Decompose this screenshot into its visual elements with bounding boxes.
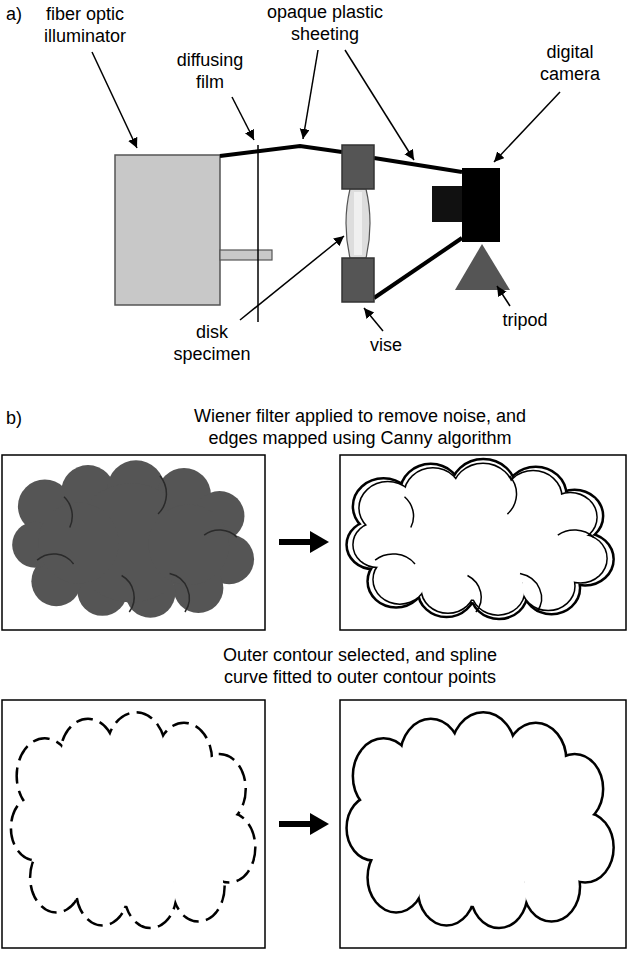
edge-contour (348, 460, 613, 617)
fragment-edges (37, 476, 237, 612)
process-arrowhead (310, 813, 329, 835)
leader-line (364, 308, 383, 331)
illuminator-box (115, 155, 220, 305)
part-label: vise (361, 335, 411, 357)
edge-mask (354, 464, 607, 614)
leader-line (240, 236, 344, 320)
specimen-silhouette (12, 460, 254, 617)
sheeting-line (374, 238, 462, 298)
step-heading: Wiener filter applied to remove noise, a… (182, 406, 538, 449)
part-label: disk specimen (166, 322, 258, 365)
inner-edges (375, 476, 593, 612)
diffusing-film-line (257, 145, 259, 322)
leader-line (345, 50, 414, 160)
leader-line (497, 286, 510, 306)
sheeting-line (374, 158, 462, 172)
sheeting-line (220, 146, 342, 156)
image-panel (2, 700, 265, 948)
vise-jaw (342, 258, 374, 302)
image-panel (340, 700, 626, 948)
camera-body (462, 168, 500, 242)
spline-line (348, 714, 613, 927)
outer-contour-points (12, 714, 254, 927)
spline-mask (348, 714, 613, 927)
contour-mask (12, 714, 254, 927)
edge-map (348, 460, 613, 617)
camera-lens (432, 186, 462, 222)
tripod-symbol (455, 244, 510, 290)
apparatus (115, 145, 510, 322)
process-arrow (279, 539, 312, 545)
leader-line (92, 52, 137, 148)
image-panel (2, 455, 265, 630)
edge-mask (348, 460, 613, 617)
part-label: fiber optic illuminator (30, 4, 140, 47)
processing-panels (2, 455, 626, 948)
part-label: diffusing film (168, 50, 252, 93)
contour-points (12, 714, 254, 927)
step-heading: Outer contour selected, and spline curve… (210, 645, 510, 688)
spline-contour (348, 714, 613, 927)
process-arrowhead (310, 531, 329, 553)
part-label: tripod (495, 310, 555, 332)
part-label: digital camera (530, 42, 610, 85)
process-arrow (279, 821, 312, 827)
vise-jaw (342, 145, 374, 189)
leader-line (232, 97, 254, 140)
part-label: opaque plastic sheeting (255, 2, 395, 45)
panel-letter: a) (6, 4, 46, 26)
panel-letter: b) (6, 408, 46, 430)
leader-line (494, 92, 560, 162)
light-guide (220, 250, 272, 260)
silhouette-fill (12, 460, 254, 617)
leader-line (303, 50, 318, 139)
edge-contour (354, 464, 607, 614)
disk-specimen (346, 189, 370, 258)
leader-lines (92, 50, 560, 331)
inner-edge (354, 464, 607, 614)
disk-face (354, 192, 362, 255)
image-panel (340, 455, 626, 630)
